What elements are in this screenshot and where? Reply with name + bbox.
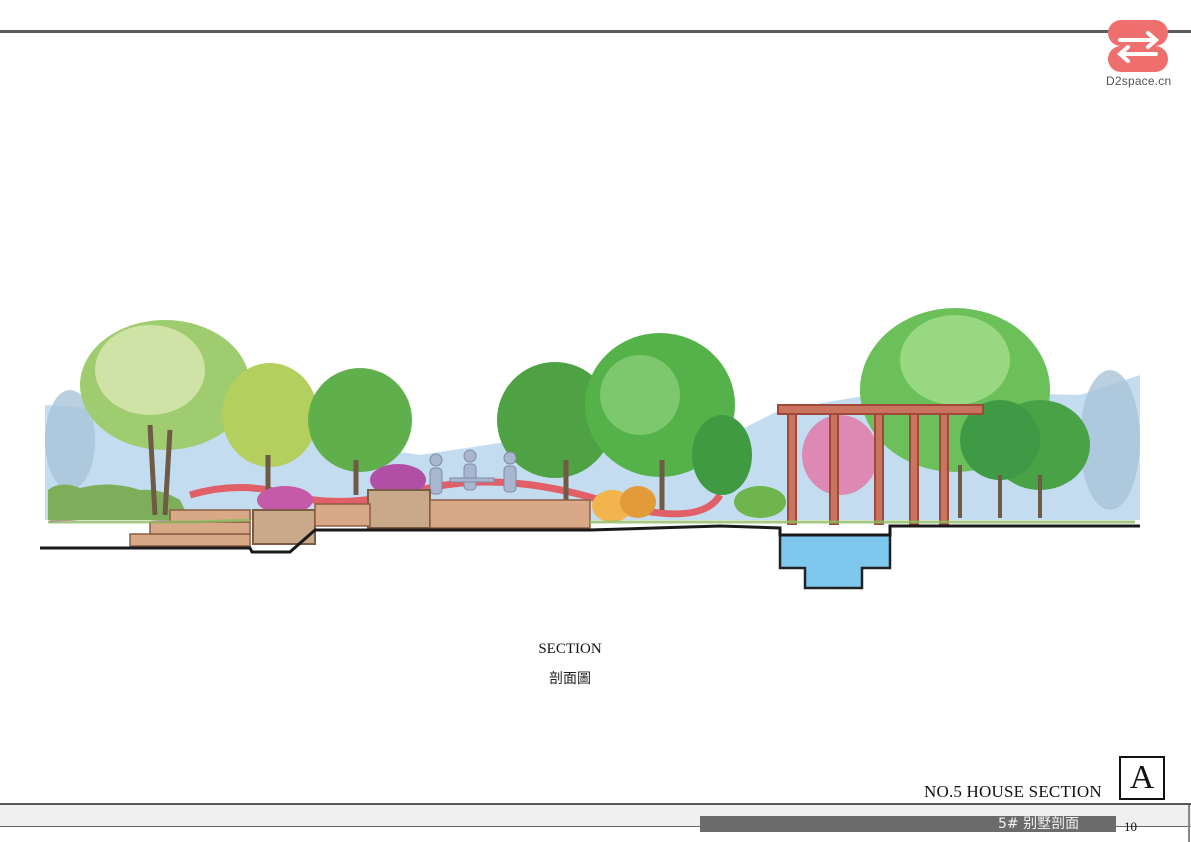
page-number: 10 xyxy=(1124,819,1137,834)
title-bar xyxy=(700,816,1116,832)
section-caption-subtitle: 剖面圖 xyxy=(549,671,591,687)
logo-mark-icon xyxy=(1108,20,1168,72)
house-section-title: NO.5 HOUSE SECTION xyxy=(924,782,1102,801)
right-edge-line xyxy=(1188,805,1190,842)
section-drawing-icon xyxy=(40,308,1140,590)
top-rule xyxy=(0,30,1191,33)
section-badge: A xyxy=(1119,756,1165,800)
logo-text: D2space.cn xyxy=(1106,74,1172,88)
chinese-title: 5# 别墅剖面 xyxy=(998,816,1080,832)
bottom-rule xyxy=(0,803,1191,805)
bottom-line xyxy=(0,826,1191,827)
section-caption-title: SECTION xyxy=(538,641,602,657)
